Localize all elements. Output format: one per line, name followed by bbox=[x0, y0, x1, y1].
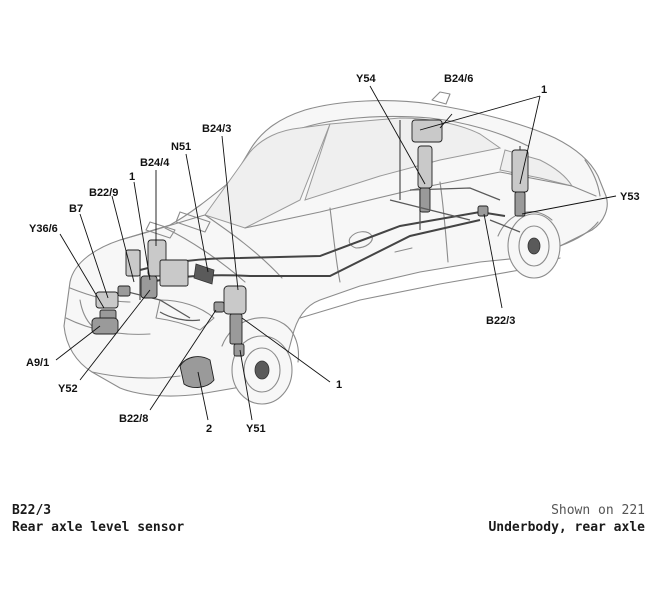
leader-lines bbox=[55, 85, 617, 421]
label-b22-3: B22/3 bbox=[486, 315, 515, 327]
label-a9-1: A9/1 bbox=[26, 357, 49, 369]
vehicle-component-diagram: Y54 B24/6 1 B24/3 N51 B24/4 1 B22/9 B7 Y… bbox=[26, 73, 640, 435]
view-caption: Underbody, rear axle bbox=[488, 520, 645, 535]
label-n51: N51 bbox=[171, 141, 191, 153]
label-b24-6: B24/6 bbox=[444, 73, 473, 85]
label-1-left: 1 bbox=[129, 171, 135, 183]
label-2: 2 bbox=[206, 423, 212, 435]
component-description: Rear axle level sensor bbox=[12, 520, 185, 535]
label-b24-3: B24/3 bbox=[202, 123, 231, 135]
label-y53: Y53 bbox=[620, 191, 640, 203]
car-body bbox=[63, 91, 608, 405]
label-b22-8: B22/8 bbox=[119, 413, 148, 425]
label-1-top: 1 bbox=[541, 84, 547, 96]
label-y54: Y54 bbox=[356, 73, 376, 85]
label-y52: Y52 bbox=[58, 383, 78, 395]
label-b24-4: B24/4 bbox=[140, 157, 170, 169]
label-y36-6: Y36/6 bbox=[29, 223, 58, 235]
component-code: B22/3 bbox=[12, 503, 52, 518]
label-b7: B7 bbox=[69, 203, 83, 215]
component-labels: Y54 B24/6 1 B24/3 N51 B24/4 1 B22/9 B7 Y… bbox=[26, 73, 640, 435]
label-y51: Y51 bbox=[246, 423, 266, 435]
label-1-right: 1 bbox=[336, 379, 342, 391]
label-b22-9: B22/9 bbox=[89, 187, 118, 199]
shown-on-note: Shown on 221 bbox=[551, 503, 645, 518]
